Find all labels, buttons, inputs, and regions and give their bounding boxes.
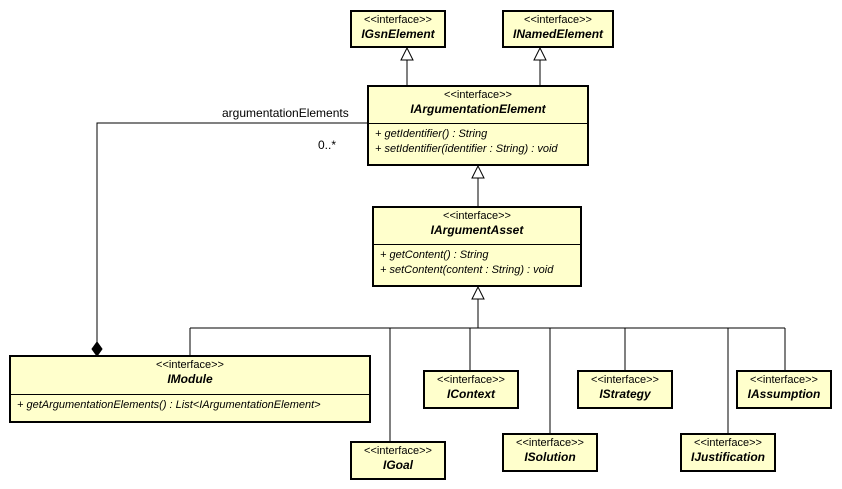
stereotype: <<interface>>	[694, 437, 762, 449]
class-istrategy[interactable]: <<interface>> IStrategy	[577, 370, 673, 409]
stereotype: <<interface>>	[437, 374, 505, 386]
class-name: IContext	[447, 387, 495, 401]
stereotype: <<interface>>	[444, 89, 512, 101]
class-name: IJustification	[690, 450, 765, 464]
generalization-arrowhead-inamedelement	[533, 46, 547, 61]
stereotype: <<interface>>	[443, 210, 511, 222]
stereotype: <<interface>>	[364, 14, 432, 26]
class-iassumption[interactable]: <<interface>> IAssumption	[736, 370, 832, 409]
stereotype: <<interface>>	[750, 374, 818, 386]
class-inamedelement[interactable]: <<interface>> INamedElement	[502, 10, 614, 48]
operations-compartment: + getContent() : String + setContent(con…	[374, 244, 580, 280]
operation: + setIdentifier(identifier : String) : v…	[375, 143, 558, 155]
class-name: IGsnElement	[361, 27, 435, 41]
operations-compartment: + getIdentifier() : String + setIdentifi…	[369, 123, 587, 159]
class-imodule[interactable]: <<interface>> IModule + getArgumentation…	[9, 355, 371, 423]
class-isolution[interactable]: <<interface>> ISolution	[502, 433, 598, 472]
operation: + getArgumentationElements() : List<IArg…	[17, 399, 321, 411]
generalization-arrowhead-iargumentationelement	[471, 164, 485, 179]
class-igoal[interactable]: <<interface>> IGoal	[350, 441, 446, 480]
class-name: IModule	[167, 372, 213, 386]
association-role-label: argumentationElements	[222, 106, 349, 120]
class-name: INamedElement	[512, 27, 604, 41]
class-name: IArgumentAsset	[430, 223, 524, 237]
class-name: ISolution	[524, 450, 576, 464]
class-ijustification[interactable]: <<interface>> IJustification	[680, 433, 776, 472]
operation: + getIdentifier() : String	[375, 128, 488, 140]
class-icontext[interactable]: <<interface>> IContext	[423, 370, 519, 409]
generalization-arrowhead-igsnelement	[400, 46, 414, 61]
stereotype: <<interface>>	[516, 437, 584, 449]
stereotype: <<interface>>	[591, 374, 659, 386]
class-name: IGoal	[382, 458, 413, 472]
operation: + getContent() : String	[380, 249, 489, 261]
operation: + setContent(content : String) : void	[380, 264, 554, 276]
stereotype: <<interface>>	[524, 14, 592, 26]
class-name: IArgumentationElement	[410, 102, 546, 116]
generalization-arrowhead-iargumentasset	[471, 285, 485, 300]
stereotype: <<interface>>	[364, 445, 432, 457]
composition-diamond	[91, 341, 103, 357]
class-iargumentasset[interactable]: <<interface>> IArgumentAsset + getConten…	[372, 206, 582, 287]
operations-compartment: + getArgumentationElements() : List<IArg…	[11, 394, 369, 415]
class-name: IAssumption	[747, 387, 821, 401]
class-igsnelement[interactable]: <<interface>> IGsnElement	[350, 10, 446, 48]
association-multiplicity-label: 0..*	[318, 138, 337, 152]
class-name: IStrategy	[599, 387, 651, 401]
stereotype: <<interface>>	[156, 359, 224, 371]
class-iargumentationelement[interactable]: <<interface>> IArgumentationElement + ge…	[367, 85, 589, 166]
composition-association-line	[96, 122, 367, 344]
